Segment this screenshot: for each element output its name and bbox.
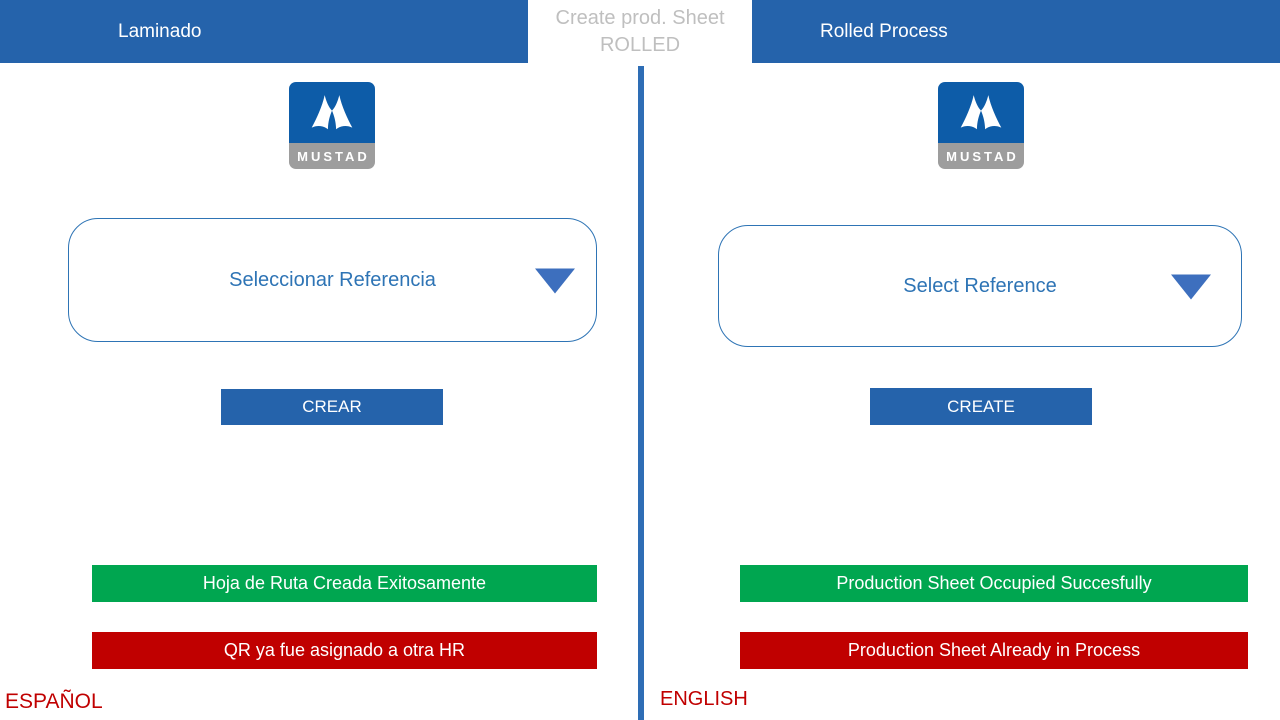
- mustad-logo-mark: [289, 82, 375, 143]
- tab-rolled-process[interactable]: Rolled Process: [752, 0, 1280, 63]
- reference-dropdown-en[interactable]: Select Reference: [718, 225, 1242, 347]
- tab-create-prod-sheet-rolled: Create prod. Sheet ROLLED: [528, 0, 752, 63]
- tab-laminado[interactable]: Laminado: [0, 0, 528, 63]
- crear-button[interactable]: CREAR: [221, 389, 443, 425]
- mustad-logo: MUSTAD: [938, 82, 1024, 169]
- mustad-m-icon: [311, 94, 353, 129]
- mustad-wordmark: MUSTAD: [938, 143, 1024, 169]
- error-banner-es: QR ya fue asignado a otra HR: [92, 632, 597, 669]
- reference-dropdown-es[interactable]: Seleccionar Referencia: [68, 218, 597, 342]
- chevron-down-icon: [1171, 274, 1211, 300]
- language-label-espanol: ESPAÑOL: [5, 690, 103, 713]
- mustad-logo-mark: [938, 82, 1024, 143]
- error-banner-en: Production Sheet Already in Process: [740, 632, 1248, 669]
- create-button[interactable]: CREATE: [870, 388, 1092, 425]
- success-banner-en: Production Sheet Occupied Succesfully: [740, 565, 1248, 602]
- success-banner-es: Hoja de Ruta Creada Exitosamente: [92, 565, 597, 602]
- mustad-m-icon: [960, 94, 1002, 129]
- tab-rolled-process-label: Rolled Process: [820, 21, 948, 42]
- mustad-logo: MUSTAD: [289, 82, 375, 169]
- tab-laminado-label: Laminado: [118, 21, 202, 42]
- reference-dropdown-es-label: Seleccionar Referencia: [229, 268, 436, 291]
- reference-dropdown-en-label: Select Reference: [903, 274, 1057, 297]
- language-label-english: ENGLISH: [660, 688, 748, 710]
- center-tab-line2: ROLLED: [599, 34, 681, 56]
- chevron-down-icon: [535, 268, 575, 294]
- panel-divider: [638, 66, 644, 720]
- mustad-wordmark: MUSTAD: [289, 143, 375, 169]
- center-tab-line1: Create prod. Sheet: [555, 7, 725, 29]
